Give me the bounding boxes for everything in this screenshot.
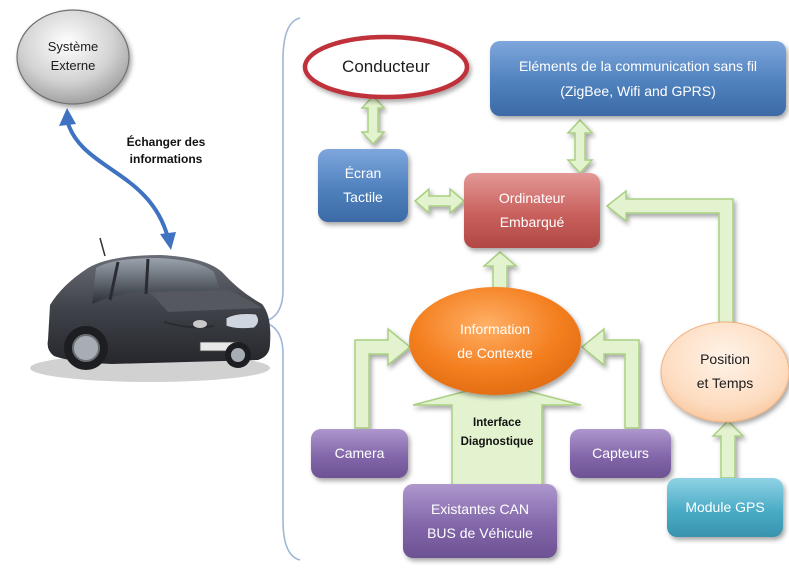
camera-node	[311, 429, 408, 478]
wireless-elements-node	[490, 41, 786, 116]
arrow-driver-touchscreen	[360, 94, 386, 146]
arrow-touchscreen-computer	[413, 187, 466, 215]
arrow-gps-to-position	[711, 419, 745, 479]
arrow-camera-to-context	[354, 327, 412, 429]
touch-screen-node	[318, 149, 408, 222]
arrow-canbus-to-context	[412, 382, 582, 486]
onboard-computer-node	[464, 173, 600, 248]
gps-module-node	[667, 478, 783, 537]
context-information-node	[409, 287, 581, 395]
arrow-context-to-computer	[482, 251, 518, 291]
sensors-node	[570, 429, 671, 478]
arrow-wireless-computer	[566, 118, 594, 175]
car-image	[30, 237, 271, 382]
arrow-position-to-computer	[605, 189, 734, 331]
external-system-node	[16, 9, 130, 105]
position-time-node	[660, 321, 789, 423]
can-bus-node	[403, 484, 557, 558]
driver-node	[302, 34, 470, 100]
arrow-sensors-to-context	[580, 327, 640, 429]
grouping-brace	[261, 17, 301, 561]
exchange-information-arrow	[59, 108, 176, 250]
